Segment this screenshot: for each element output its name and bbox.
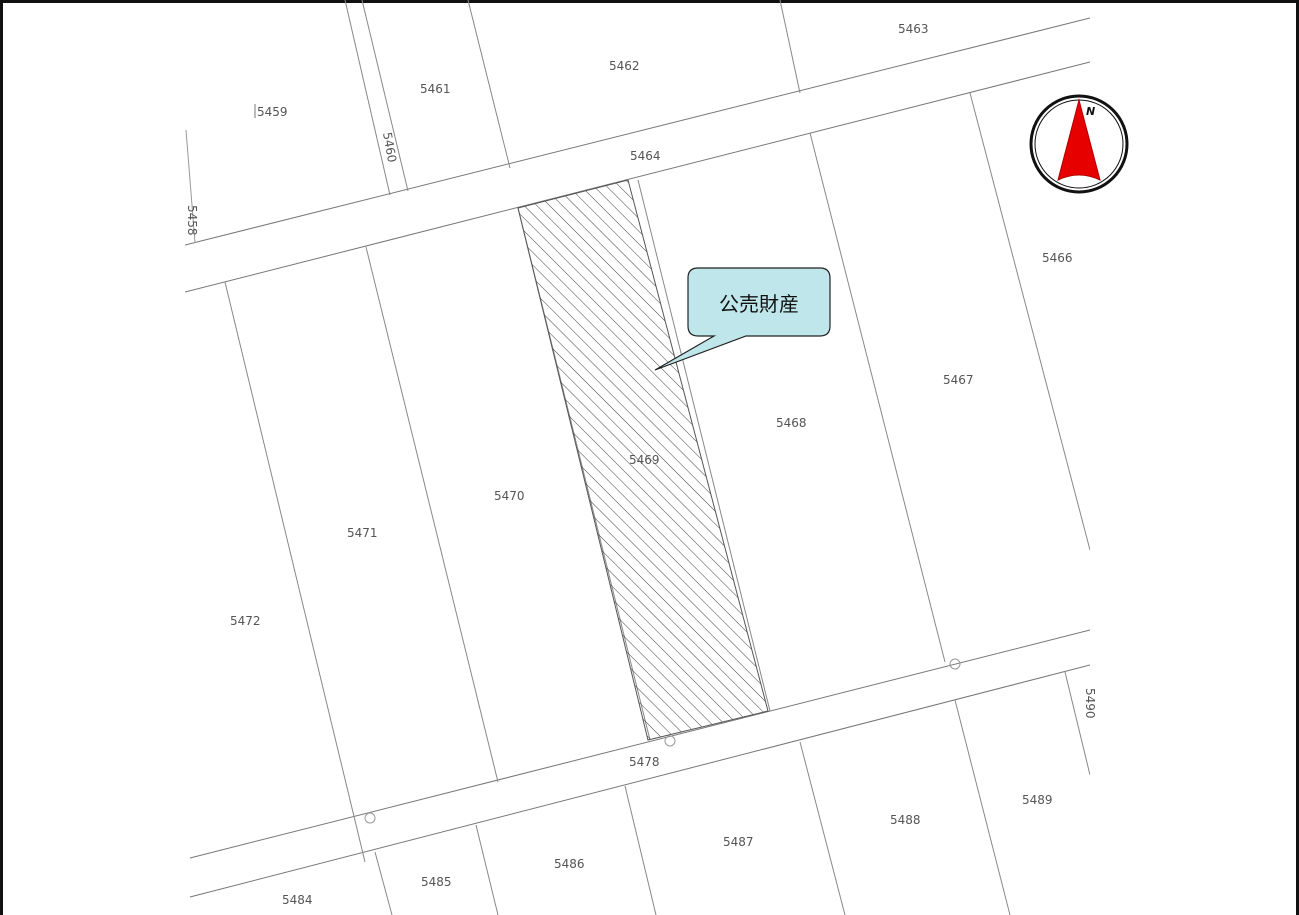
boundary-marker [364,812,376,824]
parcel-label-5466: 5466 [1042,251,1073,265]
parcel-label-5458: 5458 [185,205,199,236]
parcel-label-5471: 5471 [347,526,378,540]
parcel-labels: 5458 5459 5460 5461 5462 5463 5464 5466 … [185,22,1097,907]
parcel-boundary [1064,671,1090,776]
north-label: N [1086,105,1095,118]
parcel-label-5461: 5461 [420,82,451,96]
parcel-boundary [969,92,1090,551]
road-edge-line [189,664,1090,898]
parcel-label-5486: 5486 [554,857,585,871]
north-compass-icon: N [1029,94,1129,194]
parcel-boundary [809,132,946,663]
parcel-label-5490: 5490 [1083,688,1097,719]
parcel-label-5469: 5469 [629,453,660,467]
parcel-label-5459: 5459 [257,105,288,119]
parcel-boundary [361,0,409,192]
parcel-label-5462: 5462 [609,59,640,73]
road-edge-line [189,629,1090,859]
parcel-boundary [779,0,801,94]
parcel-boundary [224,281,366,863]
north-arrow-icon [1057,98,1101,181]
boundary-marker [664,735,676,747]
parcel-boundary [344,0,391,196]
parcel-boundary [374,851,393,915]
parcel-boundary [637,179,771,712]
parcel-boundary [185,129,196,244]
road-edge-line [185,17,1090,246]
parcel-boundary [954,699,1011,915]
parcel-label-5487: 5487 [723,835,754,849]
parcel-label-5467: 5467 [943,373,974,387]
boundary-marker [949,658,961,670]
parcel-label-5478: 5478 [629,755,660,769]
parcel-label-5460: 5460 [380,131,399,164]
parcel-boundary [624,785,657,915]
parcel-lines [185,0,1090,915]
parcel-boundary [799,741,846,915]
parcel-boundary [467,0,511,169]
callout-label: 公売財産 [719,291,799,316]
parcel-label-5485: 5485 [421,875,452,889]
parcel-label-5488: 5488 [890,813,921,827]
parcel-label-5468: 5468 [776,416,807,430]
parcel-label-5472: 5472 [230,614,261,628]
parcel-boundary [365,246,499,783]
callout-bubble [654,267,831,371]
parcel-boundary [475,824,499,915]
parcel-label-5464: 5464 [630,149,661,163]
parcel-label-5463: 5463 [898,22,929,36]
parcel-label-5484: 5484 [282,893,313,907]
parcel-label-5489: 5489 [1022,793,1053,807]
highlighted-parcel-5469[interactable] [517,179,769,741]
parcel-label-5470: 5470 [494,489,525,503]
road-edge-line [185,61,1090,293]
